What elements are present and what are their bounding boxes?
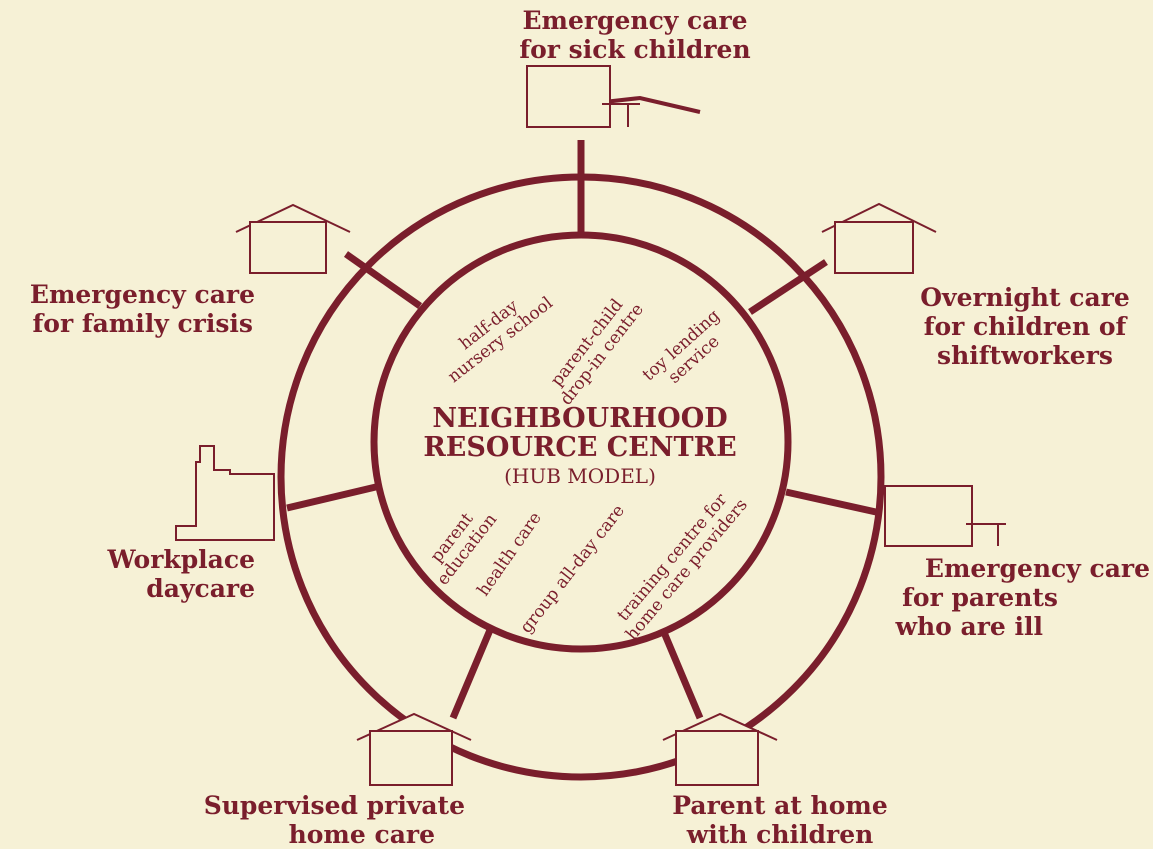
spoke-family-crisis: [343, 251, 423, 309]
spoke-private-home: [449, 628, 494, 720]
spoke-overnight: [748, 259, 828, 315]
label-parents-ill: Emergency care for parents who are ill: [895, 554, 1150, 641]
house-icon: [235, 203, 351, 274]
label-family-crisis: Emergency care for family crisis: [29, 280, 255, 338]
label-workplace: Workplace daycare: [107, 545, 255, 603]
connector-top: [603, 95, 701, 114]
spoke-parents-ill: [785, 488, 877, 516]
label-sick-children: Emergency care for sick children: [519, 6, 751, 64]
building-icon: [526, 65, 640, 128]
label-parent-home: Parent at home with children: [672, 791, 888, 849]
hub-title: NEIGHBOURHOOD RESOURCE CENTRE (HUB MODEL…: [423, 403, 737, 488]
label-private-home: Supervised private home care: [203, 791, 465, 849]
spokes: [286, 140, 877, 720]
house-icon: [662, 712, 778, 786]
label-overnight: Overnight care for children of shiftwork…: [920, 283, 1130, 370]
house-icon: [356, 712, 472, 786]
spoke-parent-home: [659, 628, 704, 720]
house-icon: [821, 202, 937, 274]
spoke-workplace: [286, 482, 381, 512]
factory-icon: [175, 445, 275, 541]
building-icon: [884, 485, 1006, 547]
